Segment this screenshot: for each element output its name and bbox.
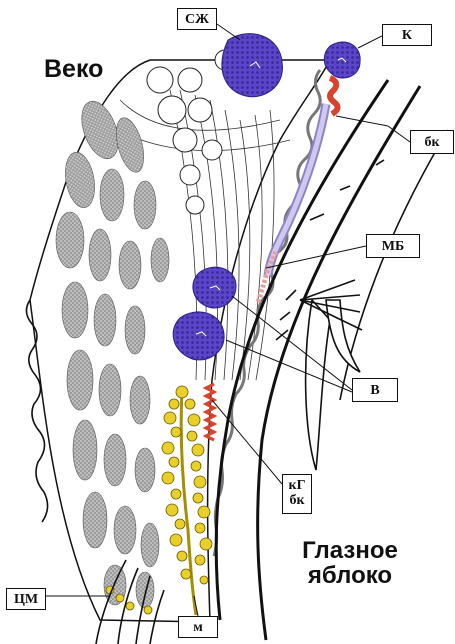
label-k: К (382, 24, 432, 46)
eyelid-title: Веко (44, 56, 103, 82)
eyeball-title-line1: Глазное (296, 538, 404, 563)
label-kg-bk: кГ бк (282, 474, 312, 514)
eyeball-title: Глазное яблоко (296, 538, 404, 588)
duct-spiral (330, 78, 338, 114)
label-v: В (352, 378, 398, 402)
ciliary-body (300, 280, 362, 470)
eyeball-title-line2: яблоко (296, 563, 404, 588)
label-szh: СЖ (177, 8, 217, 30)
label-kg-line2: бк (283, 493, 311, 508)
label-mb: МБ (366, 234, 420, 258)
label-m: м (178, 616, 218, 638)
label-cm: ЦМ (6, 588, 46, 610)
label-kg-line1: кГ (283, 478, 311, 493)
label-bk: бк (410, 130, 454, 154)
